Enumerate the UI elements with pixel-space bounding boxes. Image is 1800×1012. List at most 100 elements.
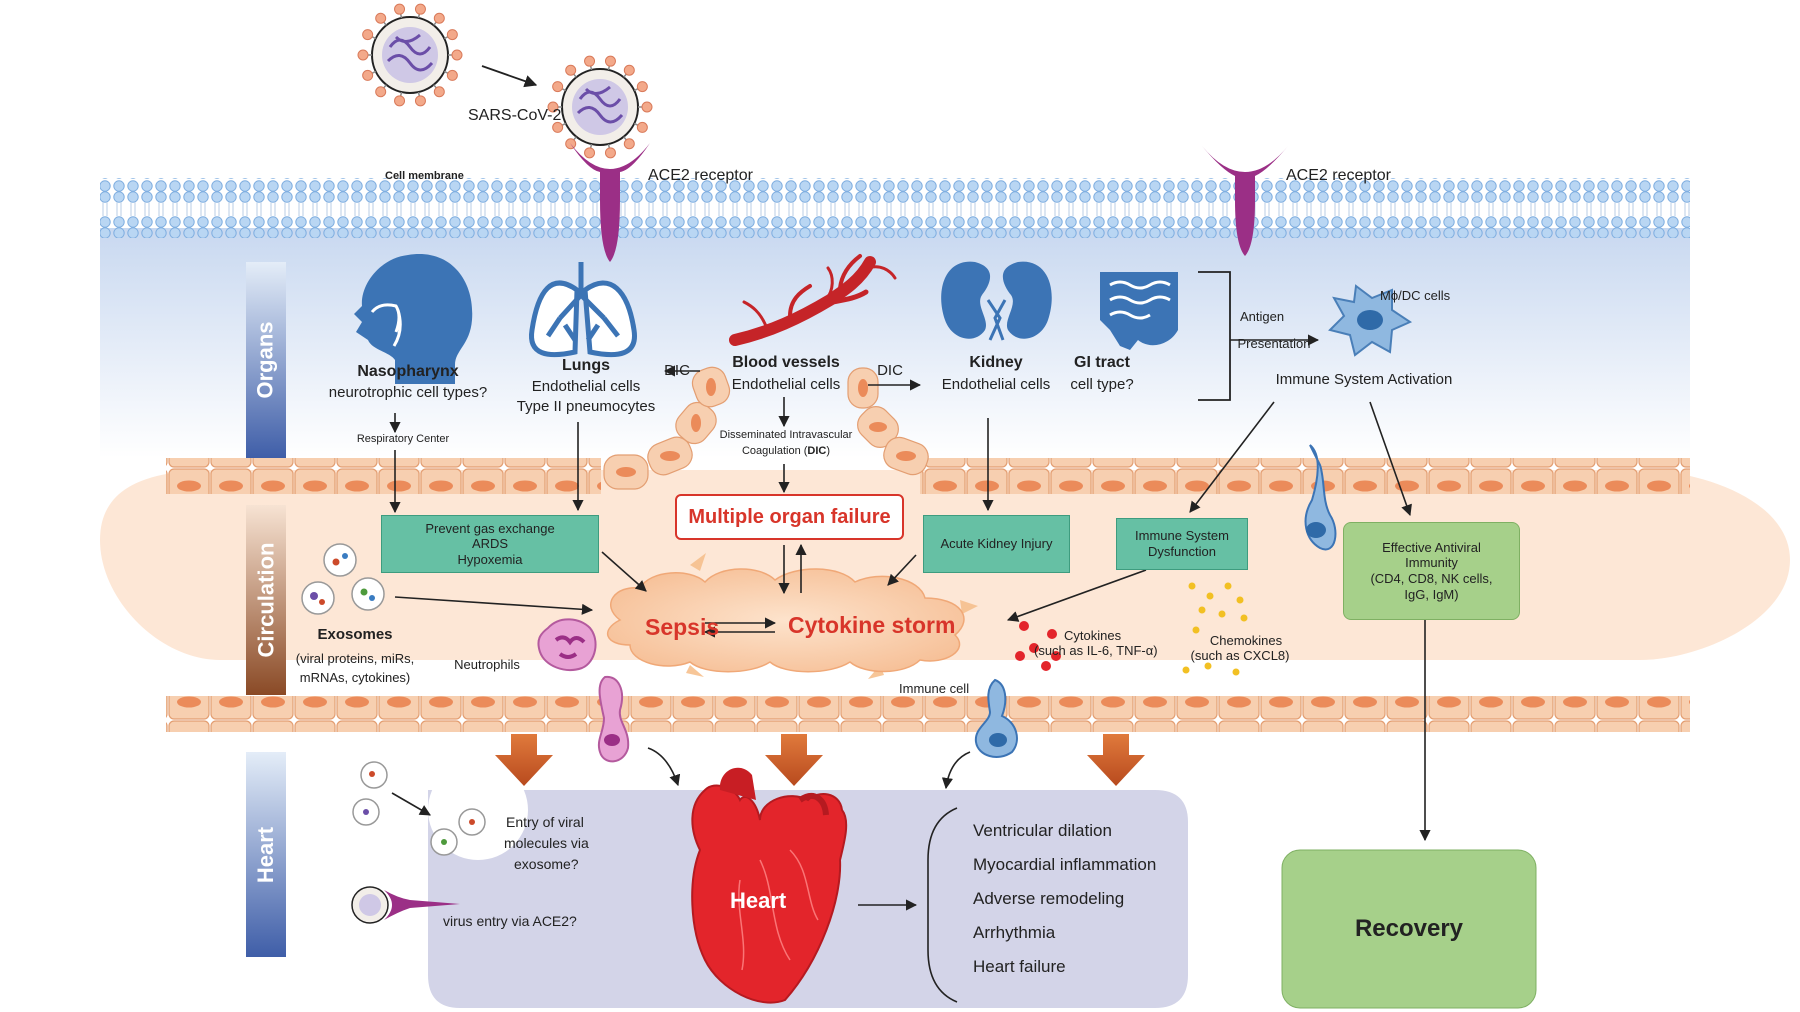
virus-spike	[394, 95, 406, 107]
virus-spike	[362, 69, 374, 81]
cytokine-storm-label: Cytokine storm	[788, 612, 956, 638]
virus-spike	[636, 81, 648, 93]
ace2-receptor-left	[570, 143, 650, 262]
cytokine-storm-cloud	[607, 548, 978, 679]
recovery-label: Recovery	[1354, 915, 1464, 942]
ace2-receptor-right	[1202, 146, 1288, 256]
antiviral-line-1: Effective Antiviral	[1382, 539, 1481, 555]
kidney-icon	[941, 261, 1052, 341]
virus-spikes	[357, 3, 653, 159]
flow-arrows	[389, 334, 1431, 911]
virus-spike	[547, 101, 559, 113]
organs-label-bar	[246, 262, 286, 458]
lungs-title: Lungs	[562, 357, 610, 374]
exosome-entry-line-2: molecules via	[504, 835, 589, 851]
outcome-3: Adverse remodeling	[973, 889, 1125, 908]
respiratory-center-label: Respiratory Center	[356, 433, 450, 445]
virus-ace2-docking-icon	[351, 886, 460, 924]
nasopharynx-title: Nasopharynx	[357, 363, 459, 380]
antigen-label: Antigen	[1239, 309, 1285, 324]
blood-vessels-icon	[729, 254, 897, 346]
outcome-1: Ventricular dilation	[973, 821, 1112, 840]
virus-spike	[552, 121, 564, 133]
virus-spike	[584, 55, 596, 67]
presentation-label: Presentation	[1237, 336, 1311, 351]
exosomes-detail-2: mRNAs, cytokines)	[299, 670, 411, 685]
mdc-cells-label: Mϕ/DC cells	[1380, 288, 1451, 303]
gi-tract-title: GI tract	[1073, 354, 1131, 371]
virus-spike	[584, 147, 596, 159]
virus-spike	[433, 86, 445, 98]
virus-spike	[623, 138, 635, 150]
exosome-entry-line-3: exosome?	[514, 856, 579, 872]
virus-spike	[641, 101, 653, 113]
gas-exchange-box: Prevent gas exchange ARDS Hypoxemia	[381, 515, 599, 573]
chemokines-label-1: Chemokines	[1209, 633, 1283, 648]
gi-tract-subtitle: cell type?	[1070, 376, 1134, 393]
nasopharynx-subtitle: neurotrophic cell types?	[328, 384, 488, 401]
exosomes-title: Exosomes	[317, 626, 393, 643]
multiple-organ-failure-box: Multiple organ failure	[675, 494, 904, 540]
kidney-subtitle: Endothelial cells	[941, 376, 1051, 393]
sepsis-label: Sepsis	[645, 614, 720, 640]
dic-label-left: DIC	[664, 362, 690, 379]
heart-label-bar	[246, 752, 286, 957]
nasopharynx-icon	[354, 254, 473, 384]
ace2-label-right: ACE2 receptor	[1286, 167, 1391, 184]
exosome-entry-line-1: Entry of viral	[506, 814, 584, 830]
virus-spike	[604, 147, 616, 159]
virus-spike	[375, 86, 387, 98]
virus-spike	[446, 29, 458, 41]
virus-spike	[623, 64, 635, 76]
virus-spike	[357, 49, 369, 61]
virus-spike	[604, 55, 616, 67]
virus-spike	[552, 81, 564, 93]
immune-dysfunction-box: Immune System Dysfunction	[1116, 518, 1248, 570]
lungs-subtitle-2: Type II pneumocytes	[516, 398, 656, 415]
chemokine-dots	[1182, 582, 1248, 676]
blood-vessels-title: Blood vessels	[732, 354, 840, 371]
virus-spike	[362, 29, 374, 41]
antiviral-immunity-box: Effective Antiviral Immunity (CD4, CD8, …	[1343, 522, 1520, 620]
dic-line-1: Disseminated Intravascular	[719, 429, 853, 441]
detached-endothelial-cells	[603, 366, 929, 490]
neutrophil-icon	[537, 618, 597, 671]
chemokines-label-2: (such as CXCL8)	[1190, 648, 1290, 663]
lungs-subtitle-1: Endothelial cells	[531, 378, 641, 395]
immune-cell-migrating-top	[1304, 444, 1337, 551]
immune-cell-migrating-bottom	[974, 678, 1018, 758]
virus-spike	[394, 3, 406, 15]
acute-kidney-injury-box: Acute Kidney Injury	[923, 515, 1070, 573]
cell-membrane	[100, 178, 1690, 238]
kidney-title: Kidney	[969, 354, 1023, 371]
endothelium-bottom	[166, 696, 1690, 732]
dic-line-2: Coagulation (DIC)	[741, 445, 831, 457]
exosomes-detail-1: (viral proteins, miRs,	[295, 651, 415, 666]
virus-particle-1	[371, 16, 449, 94]
endothelium-top	[166, 458, 1690, 494]
immune-activation-label: Immune System Activation	[1275, 371, 1453, 388]
lungs-icon	[529, 262, 637, 358]
outcome-2: Myocardial inflammation	[973, 855, 1157, 874]
gas-exchange-line-2: ARDS	[471, 536, 509, 552]
ace2-label-left: ACE2 receptor	[648, 167, 753, 184]
exosome-cluster-circulation	[301, 543, 385, 615]
outcomes-bracket	[927, 807, 958, 1003]
recovery-box	[1281, 849, 1537, 1009]
virus-spike	[414, 95, 426, 107]
immune-dysfunction-line-1: Immune System	[1135, 528, 1229, 544]
neutrophil-migrating	[597, 675, 630, 763]
antiviral-line-3: (CD4, CD8, NK cells,	[1370, 571, 1493, 586]
organs-section-label: Organs	[253, 321, 278, 399]
circulation-section-label: Circulation	[253, 542, 278, 658]
virus-particle-2	[561, 68, 639, 146]
blood-vessels-subtitle: Endothelial cells	[731, 376, 841, 393]
virus-spike	[565, 64, 577, 76]
outcome-4: Arrhythmia	[973, 923, 1056, 942]
antiviral-line-4: IgG, IgM)	[1404, 586, 1459, 602]
virus-entry-label: virus entry via ACE2?	[443, 913, 577, 929]
macrophage-dc-icon	[1328, 284, 1413, 357]
dic-label-right: DIC	[877, 362, 903, 379]
virus-spike	[451, 49, 463, 61]
